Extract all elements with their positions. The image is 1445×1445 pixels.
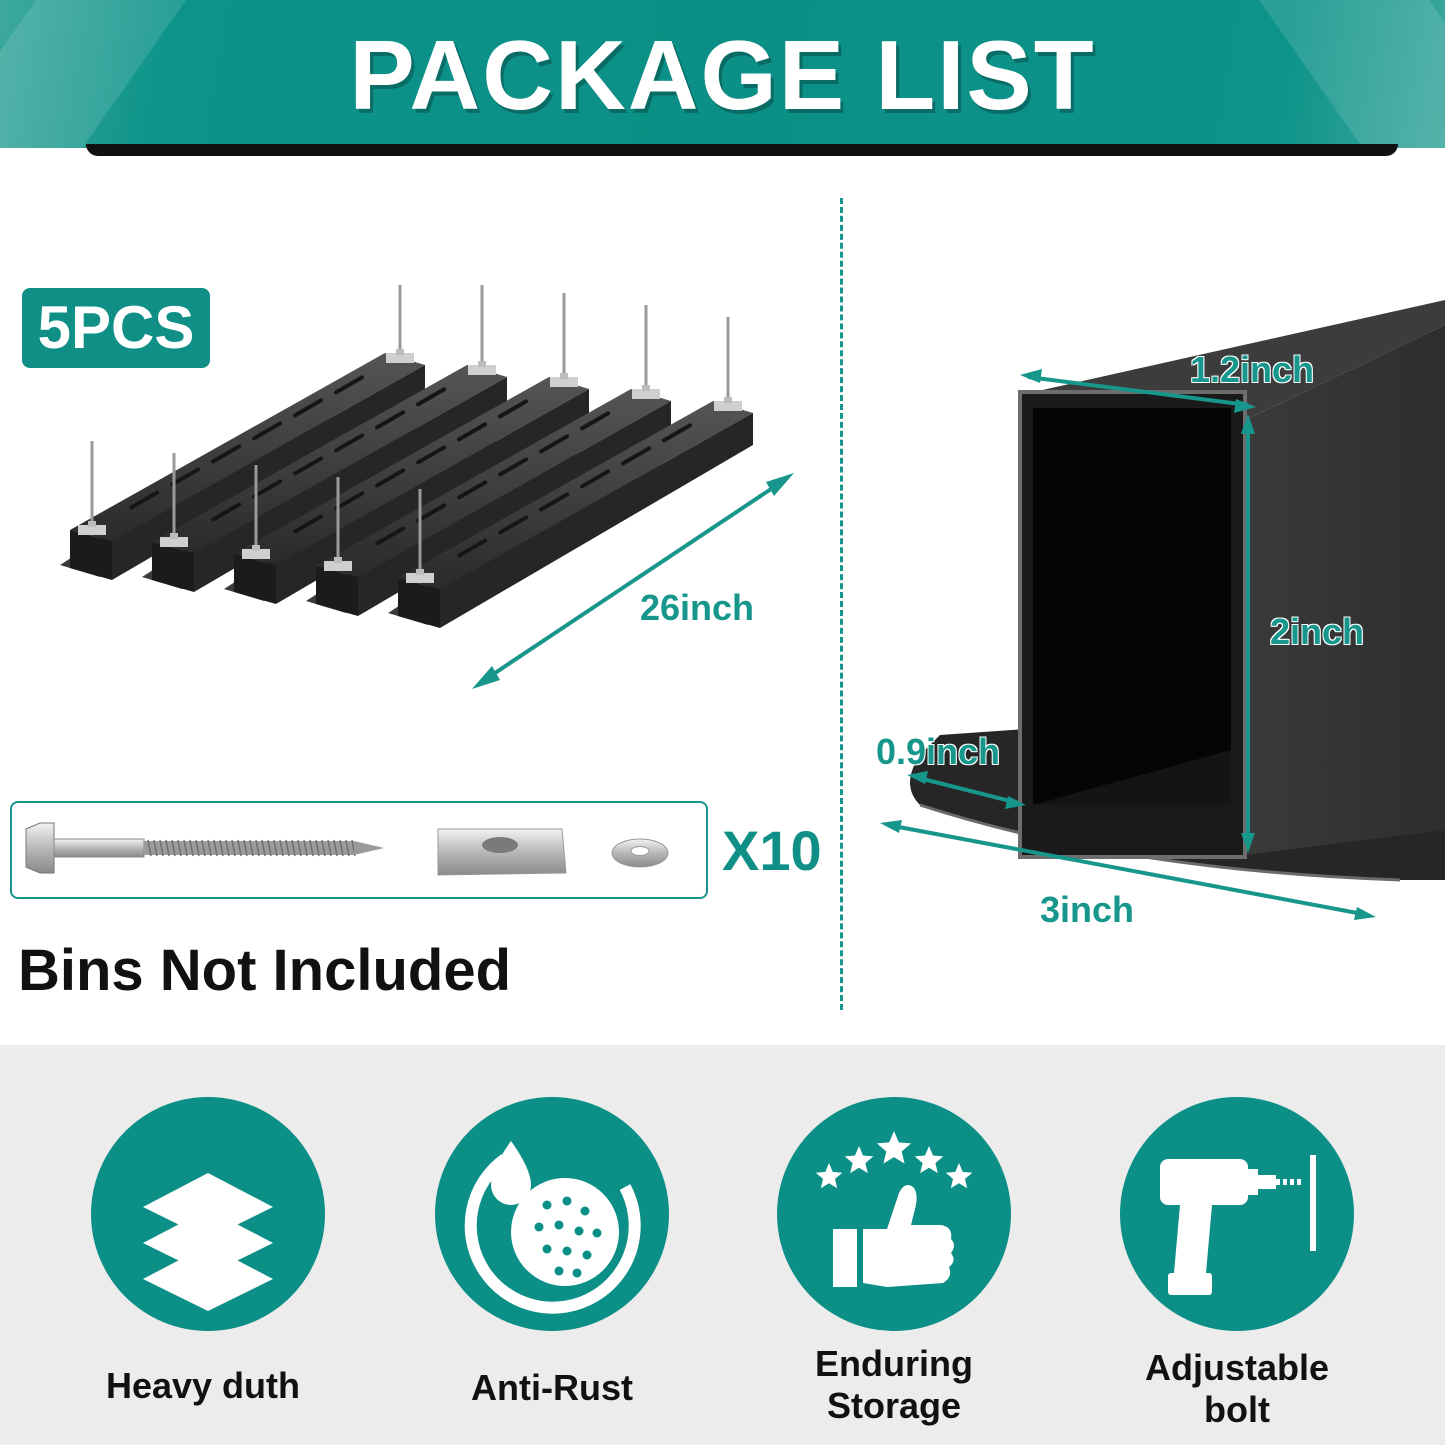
star-icon (945, 1163, 973, 1189)
profile-illustration (880, 300, 1445, 920)
screw-icon (160, 453, 188, 547)
feature-adjustable-bolt (1120, 1097, 1354, 1331)
square-washer-icon (437, 828, 567, 876)
lag-bolt-icon (25, 822, 384, 874)
star-icon (844, 1146, 874, 1174)
quantity-badge: 5PCS (22, 288, 210, 368)
round-washer-icon (611, 838, 669, 868)
rail-icon (388, 317, 753, 628)
screw-icon (386, 285, 414, 363)
feature-heavy-duty (91, 1097, 325, 1331)
height-label: 2inch (1270, 611, 1365, 652)
base-label: 3inch (1040, 889, 1135, 930)
header-banner: PACKAGE LIST (0, 0, 1445, 148)
thumbs-up-stars-icon (815, 1131, 973, 1287)
feature-label-anti-rust: Anti-Rust (471, 1367, 633, 1408)
page-title: PACKAGE LIST (349, 20, 1096, 130)
feature-label-heavy-duty: Heavy duth (105, 1365, 301, 1406)
section-divider (840, 198, 843, 1010)
feature-label-adjustable-bolt: Adjustable bolt (1144, 1347, 1330, 1430)
flange-dimension-arrow (907, 771, 1026, 809)
features-section: Heavy duth Anti-Rust Enduring Storage (0, 1045, 1445, 1445)
hardware-illustration (25, 822, 669, 876)
screw-icon (550, 293, 578, 387)
screw-icon (468, 285, 496, 375)
width-dimension-arrow (1020, 369, 1256, 413)
length-dimension-arrow (472, 473, 794, 689)
layers-icon (143, 1173, 273, 1311)
drill-icon (1160, 1155, 1316, 1295)
star-icon (815, 1163, 843, 1189)
flange-label: 0.9inch (876, 731, 1001, 772)
water-drop-shield-icon (464, 1141, 641, 1314)
star-icon (876, 1131, 912, 1164)
header-underline (86, 144, 1398, 156)
bins-not-included-note: Bins Not Included (18, 938, 511, 1003)
star-icon (914, 1146, 944, 1174)
screw-icon (242, 465, 270, 559)
feature-enduring-storage (777, 1097, 1011, 1331)
screw-icon (632, 305, 660, 399)
base-dimension-arrow (880, 820, 1376, 920)
feature-label-enduring-storage: Enduring Storage (815, 1343, 973, 1426)
screw-icon (714, 317, 742, 411)
rails-illustration (60, 285, 794, 689)
hardware-quantity: X10 (722, 819, 822, 882)
screw-icon (78, 441, 106, 535)
width-label: 1.2inch (1190, 349, 1315, 390)
feature-anti-rust (435, 1097, 669, 1331)
screw-icon (406, 489, 434, 583)
screw-icon (324, 477, 352, 571)
height-dimension-arrow (1241, 414, 1255, 853)
length-label: 26inch (640, 587, 755, 628)
